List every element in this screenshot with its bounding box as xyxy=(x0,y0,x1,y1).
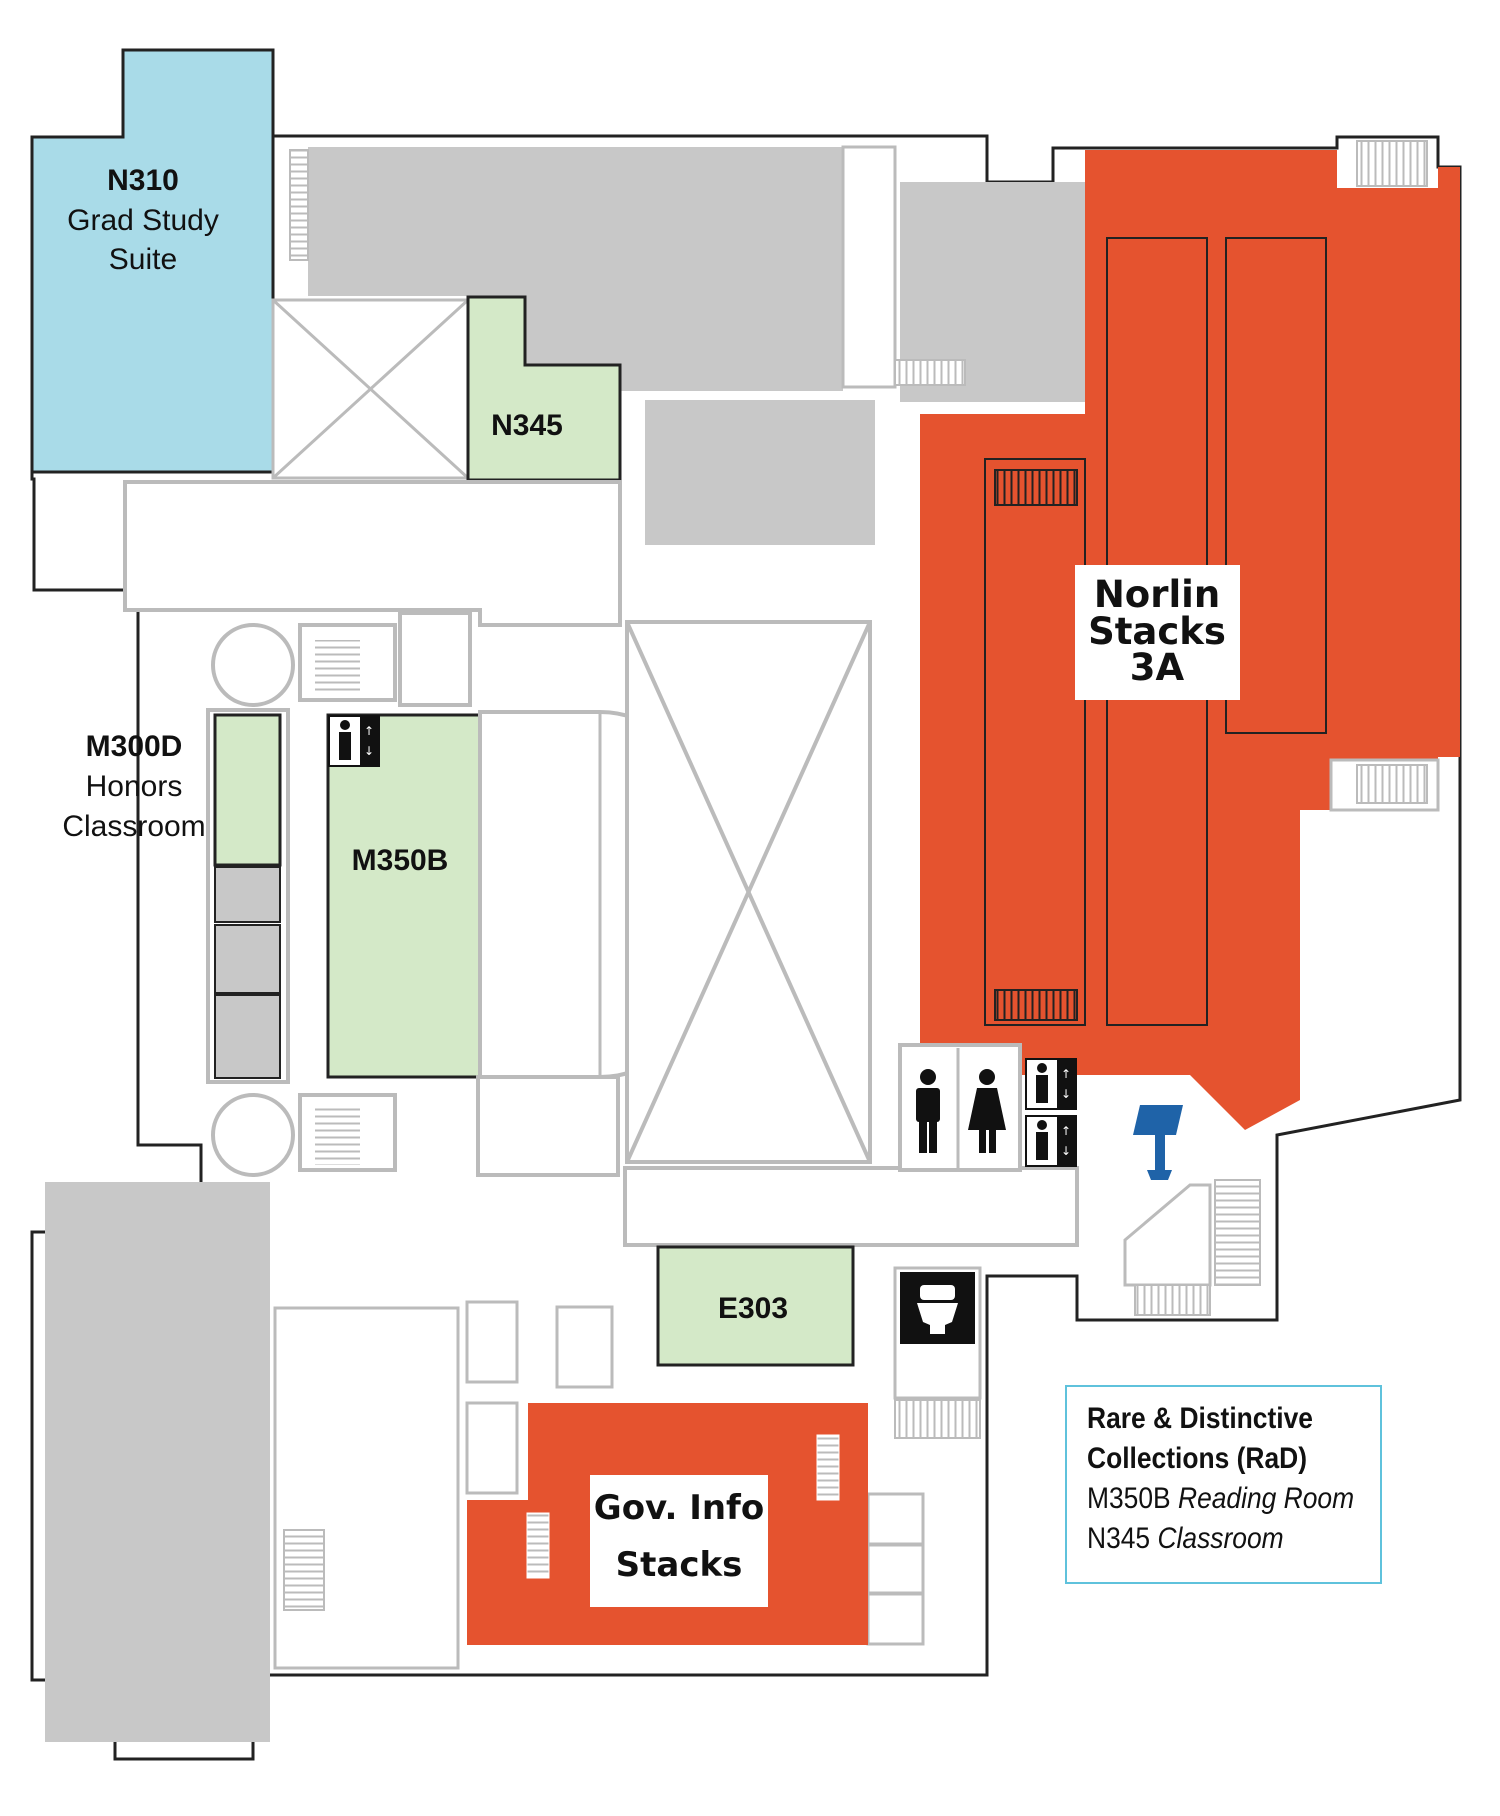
room-m300d-id: M300D xyxy=(86,730,183,763)
room xyxy=(476,1075,620,1177)
stairs xyxy=(315,640,360,695)
corridor xyxy=(841,145,897,389)
stairs xyxy=(894,359,966,386)
open-to-below xyxy=(625,620,872,1164)
unavailable-area xyxy=(214,866,281,923)
toilet-icon xyxy=(900,1272,975,1344)
legend-row: N345 Classroom xyxy=(1087,1519,1327,1559)
stairs xyxy=(283,1529,325,1611)
corridor xyxy=(623,1166,1079,1247)
unavailable-area xyxy=(214,994,281,1079)
stairs xyxy=(1134,1284,1211,1316)
room-m350b[interactable] xyxy=(326,713,482,1079)
stairs xyxy=(289,149,309,261)
stair-landing xyxy=(1123,1183,1212,1287)
room-e303[interactable] xyxy=(656,1245,855,1367)
svg-text:↑: ↑ xyxy=(1061,1067,1071,1081)
room-m350b-id: M350B xyxy=(352,844,449,877)
open-to-below xyxy=(271,298,470,480)
legend-title-2: Collections (RaD) xyxy=(1087,1442,1308,1475)
unavailable-area xyxy=(308,147,843,296)
stairs xyxy=(894,1399,981,1439)
room-n310-name-1: Grad Study xyxy=(67,204,219,237)
norlin-stacks-label-box xyxy=(1075,565,1240,700)
womens-restroom-icon xyxy=(968,1069,1006,1153)
room-m300d-name-1: Honors xyxy=(86,770,183,803)
stairs xyxy=(994,989,1078,1021)
svg-text:↑: ↑ xyxy=(1061,1124,1071,1138)
legend-room-use: Classroom xyxy=(1157,1522,1284,1555)
stairs xyxy=(994,469,1078,506)
elevator-icon: ↑ ↓ xyxy=(1025,1058,1077,1110)
legend-row: M350B Reading Room xyxy=(1087,1479,1354,1519)
norlin-stacks-label-2: Stacks xyxy=(1088,610,1226,653)
unavailable-area xyxy=(645,400,875,545)
elevator-icon: ↑ ↓ xyxy=(328,715,380,767)
legend: Rare & Distinctive Collections (RaD) M35… xyxy=(1065,1385,1382,1584)
stairs xyxy=(526,1512,550,1579)
small-rooms xyxy=(465,1300,925,1646)
gov-info-label-1: Gov. Info xyxy=(594,1488,764,1528)
column-outline xyxy=(206,708,290,1084)
norlin-stacks-label-1: Norlin xyxy=(1094,573,1220,616)
room-e303-id: E303 xyxy=(718,1292,788,1325)
mens-restroom-icon xyxy=(916,1069,940,1153)
norlin-stacks-label-3: 3A xyxy=(1130,646,1185,689)
room-m300d-name-2: Classroom xyxy=(62,810,205,843)
svg-text:↓: ↓ xyxy=(364,744,374,758)
stairs xyxy=(816,1434,840,1501)
room xyxy=(273,1306,460,1670)
legend-room: M350B xyxy=(1087,1482,1171,1515)
stairs xyxy=(315,1105,360,1165)
legend-title-1: Rare & Distinctive xyxy=(1087,1402,1313,1435)
unavailable-area xyxy=(45,1182,270,1742)
stairs xyxy=(1356,764,1428,804)
room-n345-id: N345 xyxy=(491,409,563,442)
kiosk-icon xyxy=(1133,1105,1183,1180)
room-m300d-annex xyxy=(213,713,282,867)
svg-text:↓: ↓ xyxy=(1061,1087,1071,1101)
gov-info-label-box xyxy=(590,1475,768,1607)
room-n310-id: N310 xyxy=(107,164,179,197)
legend-room: N345 xyxy=(1087,1522,1151,1555)
stairs xyxy=(1214,1179,1261,1286)
room-n310[interactable] xyxy=(30,48,275,474)
unavailable-area xyxy=(214,924,281,994)
corridor xyxy=(398,611,472,707)
gov-info-label-2: Stacks xyxy=(616,1545,743,1585)
svg-text:↓: ↓ xyxy=(1061,1144,1071,1158)
svg-text:↑: ↑ xyxy=(364,724,374,738)
legend-room-use: Reading Room xyxy=(1177,1482,1355,1515)
stairs xyxy=(1356,140,1428,187)
room-n310-name-2: Suite xyxy=(109,243,177,276)
corridor xyxy=(123,480,622,627)
elevator-icon: ↑ ↓ xyxy=(1025,1115,1077,1167)
